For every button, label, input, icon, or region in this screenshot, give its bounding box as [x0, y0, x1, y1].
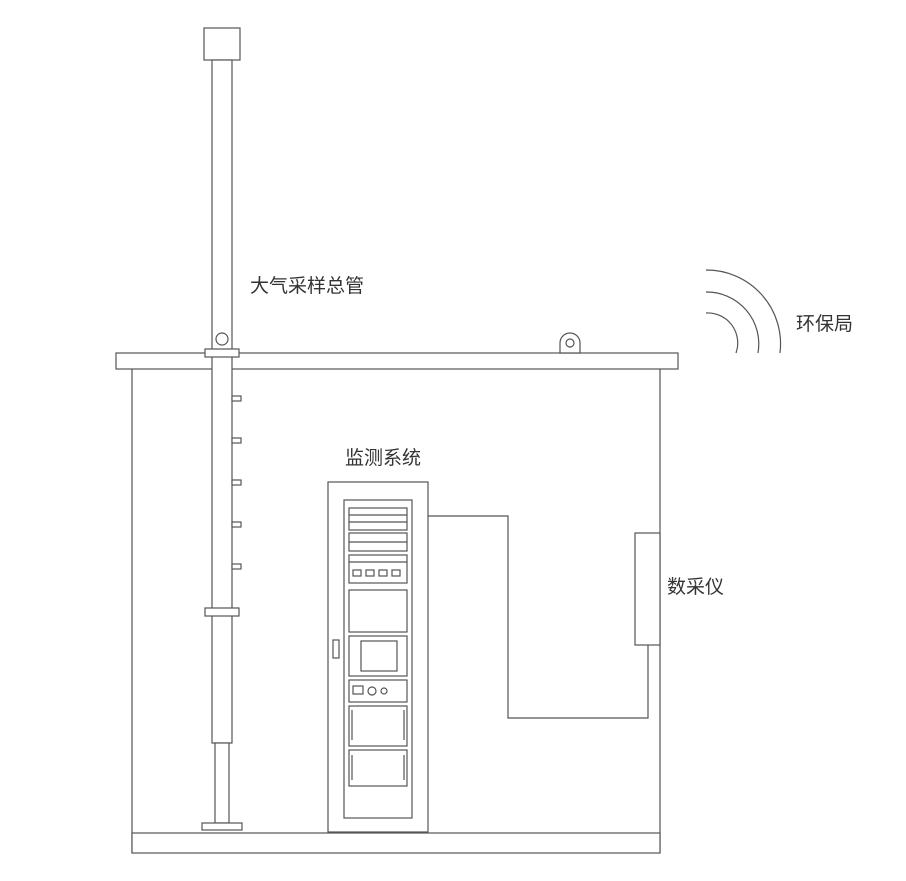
analyzer-panel: [348, 589, 408, 633]
data-acquisition-unit: [634, 532, 661, 646]
pipe-clamp-eye: [215, 332, 229, 346]
cabinet-frame: [327, 481, 429, 833]
shelter-floor: [131, 832, 661, 854]
pipe-support: [214, 742, 230, 824]
monitoring-cabinet: [327, 481, 429, 833]
wireless-signal-icon: [705, 269, 782, 354]
pipe-roof-clamp: [204, 348, 240, 358]
pipe-body: [211, 59, 233, 744]
cabinet-display: [360, 640, 398, 672]
pipe-flange: [204, 607, 240, 617]
data-cable: [428, 515, 649, 719]
environmental-bureau-label: 环保局: [796, 313, 854, 335]
cabinet-handle: [332, 639, 340, 659]
sampling-head: [203, 27, 241, 61]
monitoring-system-label: 监测系统: [345, 447, 422, 469]
cabinet-inner-frame: [343, 499, 413, 819]
sampling-pipe-label: 大气采样总管: [250, 275, 365, 297]
lifting-lug: [559, 332, 581, 354]
shelter: [115, 332, 679, 854]
sampling-pipe: [201, 27, 243, 831]
sampling-ports: [231, 395, 242, 570]
data-acquisition-label: 数采仪: [667, 576, 725, 598]
pipe-base-plate: [201, 822, 243, 831]
shelter-roof: [115, 352, 679, 370]
